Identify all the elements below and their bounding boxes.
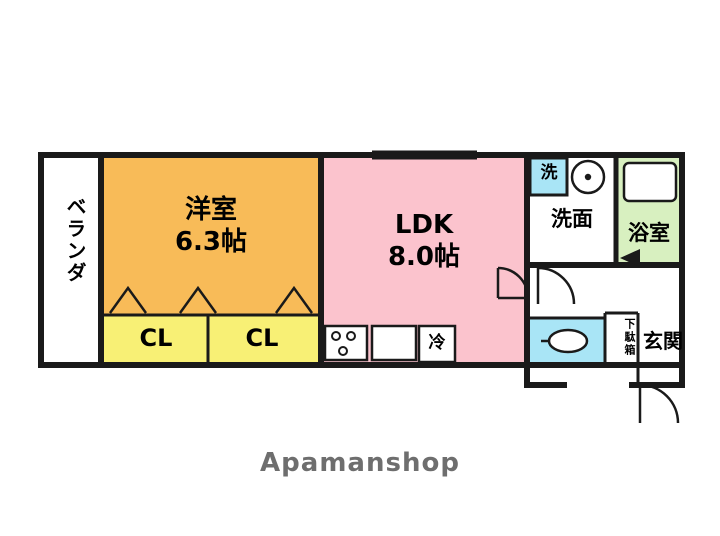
vanity-mirror-icon — [570, 159, 606, 195]
room-label-shoebox: 下駄箱 — [623, 318, 636, 357]
door-swings — [496, 249, 680, 424]
refrigerator-icon — [417, 324, 457, 364]
room-closet-2 — [208, 315, 318, 365]
room-bedroom — [101, 155, 321, 315]
room-balcony — [41, 155, 101, 365]
windows — [372, 150, 477, 160]
bedroom-closet-doors — [108, 285, 314, 314]
interior-walls — [98, 155, 682, 385]
room-closet-1 — [104, 315, 208, 365]
toilet-icon — [541, 328, 589, 354]
kitchen-sink-icon — [370, 324, 418, 362]
bathtub-icon — [622, 161, 678, 203]
watermark: Apamanshop — [260, 448, 460, 478]
washer-alcove — [530, 158, 567, 195]
room-label-balcony: ベランダ — [63, 196, 87, 284]
gas-stove-icon — [323, 324, 369, 362]
